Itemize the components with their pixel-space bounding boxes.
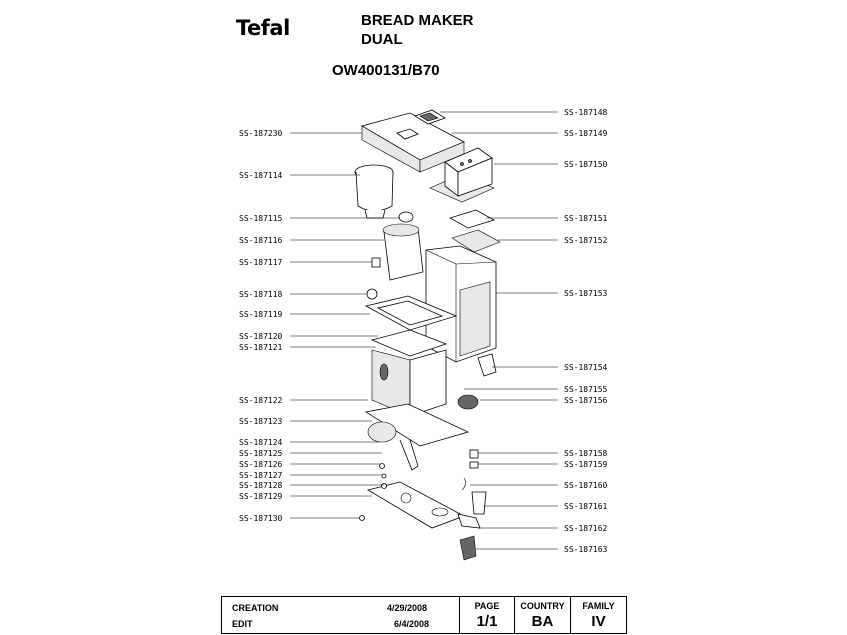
country-label: COUNTRY [520,601,565,611]
measuring-cup-part [471,491,487,515]
part-label-left: SS-187124 [239,438,283,447]
power-cord-part [459,535,477,561]
footer-table: CREATION 4/29/2008 EDIT 6/4/2008 PAGE 1/… [221,596,627,634]
oven-chamber-part [371,349,447,417]
part-label-right: SS-187162 [564,524,608,533]
hook-part [461,477,466,491]
part-label-left: SS-187116 [239,236,283,245]
part-label-left: SS-187125 [239,449,283,458]
part-label-right: SS-187150 [564,160,608,169]
part-label-left: SS-187121 [239,343,283,352]
handle-part [414,109,446,125]
page-cell: PAGE 1/1 [459,597,514,633]
part-label-left: SS-187130 [239,514,283,523]
part-label-right: SS-187156 [564,396,608,405]
chamber-frame-part [364,295,458,357]
part-label-left: SS-187127 [239,471,283,480]
model-number: OW400131/B70 [332,62,440,79]
part-label-left: SS-187122 [239,396,283,405]
bottom-plate-part [366,481,465,529]
creation-date: 4/29/2008 [387,603,428,613]
fuse-part [469,461,479,469]
drive-shaft-part [366,288,378,300]
housing-part [425,245,497,363]
creation-label: CREATION [232,603,279,613]
part-label-right: SS-187153 [564,289,608,298]
part-label-left: SS-187230 [239,129,283,138]
second-pan-part [382,223,424,281]
part-label-right: SS-187163 [564,545,608,554]
part-label-right: SS-187154 [564,363,608,372]
lid-part [360,112,465,173]
part-label-right: SS-187155 [564,385,608,394]
control-panel-part [429,147,495,203]
part-label-left: SS-187126 [239,460,283,469]
part-label-left: SS-187123 [239,417,283,426]
country-value: BA [531,613,554,630]
bread-pan-part [354,164,394,219]
part-label-right: SS-187160 [564,481,608,490]
part-label-right: SS-187148 [564,108,608,117]
family-cell: FAMILY IV [570,597,626,633]
screw-part [379,463,385,469]
foot-part [359,515,365,521]
right-part-labels: SS-187148SS-187149SS-187150SS-187151SS-1… [440,108,608,554]
brand-logo: Tefal [236,16,290,40]
base-part [364,403,470,471]
spring-part [381,483,387,489]
spoon-part [457,513,481,529]
part-label-left: SS-187115 [239,214,283,223]
family-label: FAMILY [582,601,615,611]
washer-part [381,473,387,479]
part-label-left: SS-187128 [239,481,283,490]
pcb-part [448,209,501,253]
family-value: IV [591,613,606,630]
paddle-part [398,211,414,223]
country-cell: COUNTRY BA [514,597,570,633]
part-label-left: SS-187120 [239,332,283,341]
part-label-right: SS-187151 [564,214,608,223]
part-label-right: SS-187149 [564,129,608,138]
connector-part [469,449,479,459]
edit-label: EDIT [232,619,253,629]
part-label-right: SS-187152 [564,236,608,245]
small-clip-part [371,257,381,268]
exploded-parts-diagram: SS-187230SS-187114SS-187115SS-187116SS-1… [239,108,608,561]
part-label-right: SS-187158 [564,449,608,458]
part-label-right: SS-187159 [564,460,608,469]
product-subtitle: DUAL [361,31,403,48]
part-label-left: SS-187114 [239,171,283,180]
page-value: 1/1 [476,613,498,630]
part-label-left: SS-187118 [239,290,283,299]
edit-date: 6/4/2008 [394,619,430,629]
part-label-left: SS-187119 [239,310,283,319]
part-label-left: SS-187117 [239,258,283,267]
left-part-labels: SS-187230SS-187114SS-187115SS-187116SS-1… [239,129,400,523]
part-label-left: SS-187129 [239,492,283,501]
part-label-right: SS-187161 [564,502,608,511]
page-label: PAGE [474,601,500,611]
motor-part [457,353,497,410]
product-title: BREAD MAKER [361,12,474,29]
